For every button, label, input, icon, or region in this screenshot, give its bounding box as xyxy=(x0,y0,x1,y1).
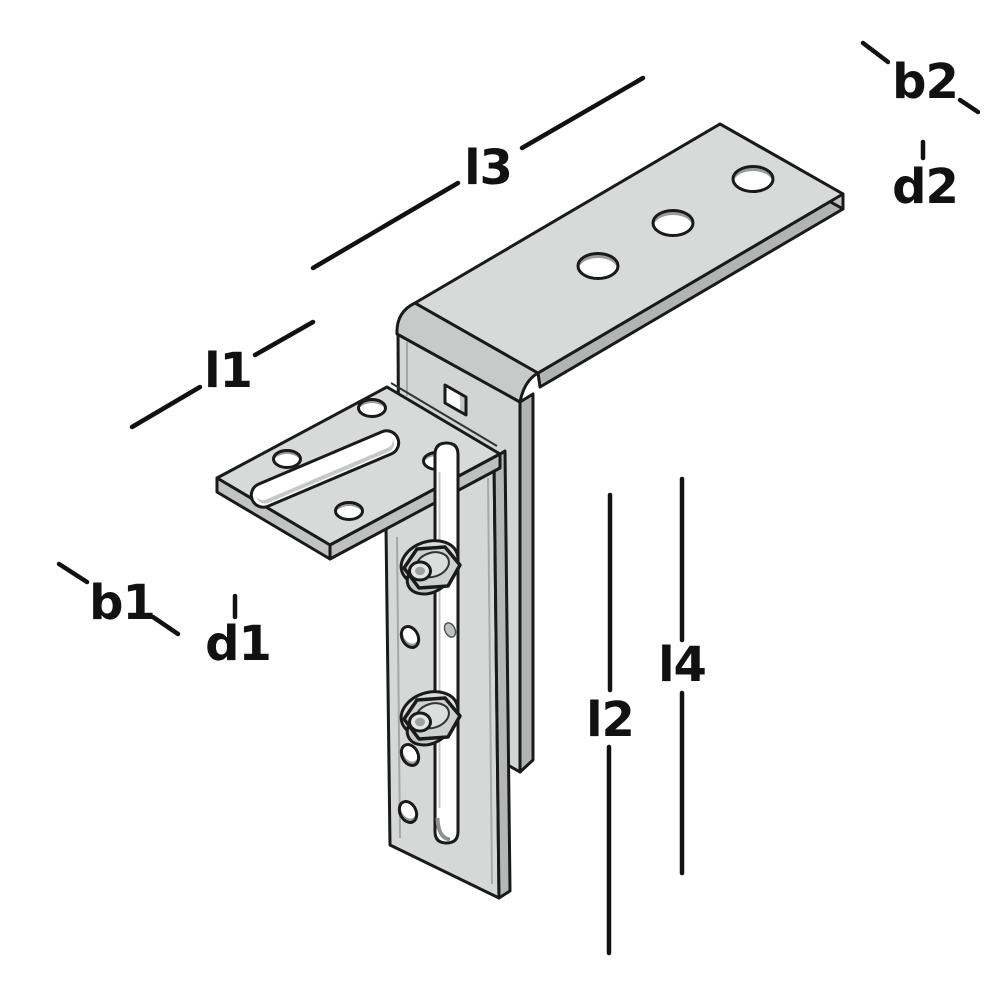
dimension-label-d2: d2 xyxy=(892,159,958,215)
hole-glimpse-through-slot xyxy=(443,622,457,638)
front-plate-hole xyxy=(399,743,421,767)
dimension-label-d1: d1 xyxy=(205,616,271,672)
base-plate-hole xyxy=(357,398,387,418)
flange-fold-highlight xyxy=(390,382,498,447)
dimension-line-l1-right xyxy=(252,319,316,358)
top-arm-mounting-hole xyxy=(651,209,695,237)
hex-flange-nut xyxy=(399,690,462,747)
bolt-tip-center xyxy=(415,566,425,576)
dimension-label-l3: l3 xyxy=(464,140,512,196)
dimension-line-l3-right xyxy=(519,75,646,151)
front-plate-hole xyxy=(397,800,419,824)
front-plate-hole xyxy=(399,625,421,649)
dimension-label-l2: l2 xyxy=(586,692,634,748)
base-plate-hole xyxy=(334,501,364,521)
front-plate-right-contour xyxy=(487,477,493,885)
base-plate-slot xyxy=(249,429,401,509)
adjustment-slot xyxy=(433,441,460,845)
top-arm-mounting-hole xyxy=(731,165,775,193)
dimension-label-l4: l4 xyxy=(658,637,706,693)
dimension-tick-b1-start xyxy=(56,561,90,585)
dimension-tick-b2-end xyxy=(957,97,981,115)
dimension-label-b2: b2 xyxy=(892,54,958,110)
dimension-line-l1-left xyxy=(129,384,203,430)
vertical-web-thickness-edge xyxy=(518,392,535,774)
dimension-label-b1: b1 xyxy=(89,575,155,631)
bend-surface xyxy=(395,301,540,404)
dimension-label-l1: l1 xyxy=(204,343,252,399)
dimension-line-l3-left xyxy=(310,180,461,271)
carriage-bolt-square-hole xyxy=(443,383,468,417)
dimension-tick-b2-start xyxy=(860,40,891,65)
top-arm-mounting-hole xyxy=(576,252,620,280)
front-plate-left-contour xyxy=(396,536,401,839)
dimension-tick-b1-end xyxy=(150,614,181,637)
base-plate-hole xyxy=(272,449,302,469)
hex-flange-nut xyxy=(399,539,462,596)
bolt-tip-center xyxy=(415,717,425,727)
